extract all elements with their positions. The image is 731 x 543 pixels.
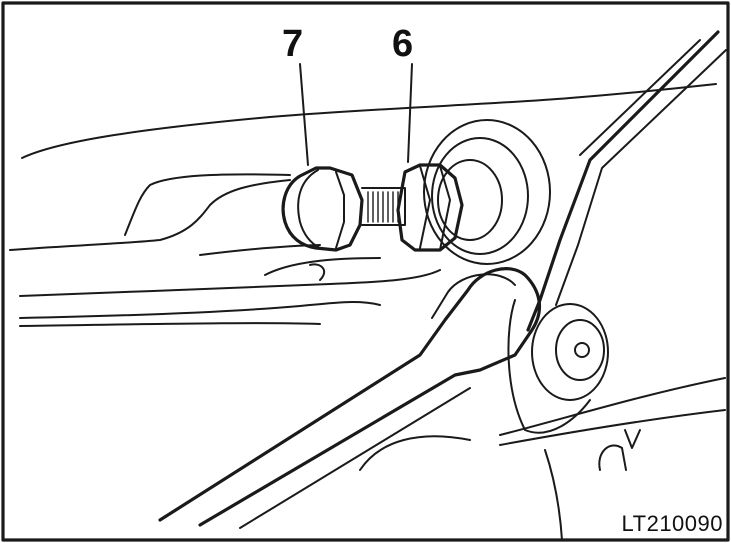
bolt-head-7 bbox=[281, 166, 364, 252]
bolt-head-7-face bbox=[297, 169, 321, 249]
arm-contour-1 bbox=[199, 244, 321, 256]
lower-strut-2 bbox=[544, 449, 563, 541]
control-arm-edge bbox=[19, 322, 321, 327]
body-panel-outline bbox=[21, 83, 717, 159]
leader-line-6 bbox=[407, 63, 413, 163]
control-arm-upper bbox=[19, 269, 441, 297]
leader-line-7 bbox=[299, 63, 309, 166]
body-panel-lower-line bbox=[9, 179, 291, 251]
bolt-shank bbox=[361, 187, 406, 226]
lower-member bbox=[499, 377, 726, 436]
body-panel-curve bbox=[124, 173, 291, 236]
figure-reference-code: LT210090 bbox=[621, 511, 723, 536]
pivot-bolt-head bbox=[555, 319, 605, 381]
wrench-jaw bbox=[431, 273, 516, 319]
arm-contour-3 bbox=[309, 263, 326, 281]
callout-label-7: 7 bbox=[282, 23, 304, 65]
arm-contour-2 bbox=[264, 257, 381, 276]
wrench-handle-edge bbox=[239, 387, 471, 529]
lower-member-edge bbox=[499, 409, 726, 446]
control-arm-lower bbox=[19, 301, 381, 319]
bracket-arm-edge bbox=[579, 39, 701, 156]
bushing-inner bbox=[437, 159, 503, 241]
pivot-bolt-end bbox=[574, 342, 590, 358]
bolt-head-7-flat bbox=[335, 171, 345, 249]
bracket-arm-inner bbox=[555, 49, 727, 306]
callout-label-6: 6 bbox=[392, 23, 414, 65]
nut-6-flat bbox=[439, 165, 451, 251]
wrench-handle bbox=[158, 267, 541, 527]
pivot-washer bbox=[531, 303, 609, 401]
bracket-arm bbox=[526, 30, 720, 332]
lower-clip-tab bbox=[624, 429, 641, 449]
nut-6 bbox=[396, 163, 464, 252]
bushing-mid bbox=[431, 137, 529, 255]
bushing-outer bbox=[423, 119, 551, 265]
pivot-bracket bbox=[507, 299, 591, 434]
bolt-threads bbox=[367, 191, 399, 223]
lower-strut bbox=[359, 435, 471, 471]
lower-clip bbox=[598, 444, 627, 471]
nut-6-face bbox=[419, 165, 431, 249]
